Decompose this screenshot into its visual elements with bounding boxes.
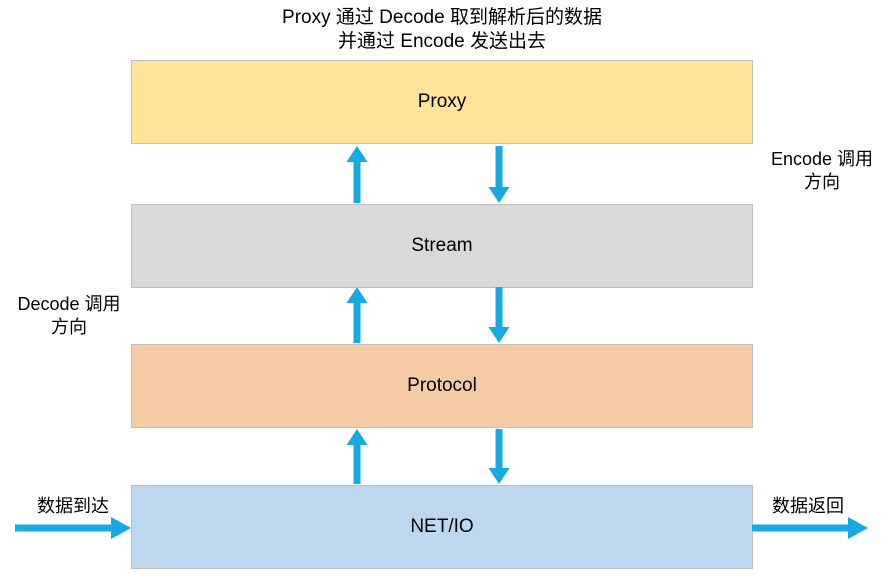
down-arrow-protocol-to-netio-icon [488,429,510,484]
decode-direction-line2: 方向 [51,317,87,337]
diagram-title-line1: Proxy 通过 Decode 取到解析后的数据 [282,7,602,28]
data-arrive-arrow-icon [15,517,131,539]
down-arrow-proxy-to-stream-icon [488,146,510,203]
diagram-title-line2: 并通过 Encode 发送出去 [338,31,546,52]
decode-direction-line1: Decode 调用 [17,294,121,314]
diagram-title: Proxy 通过 Decode 取到解析后的数据 并通过 Encode 发送出去 [131,6,753,54]
data-arrive-label: 数据到达 [37,496,109,516]
layer-protocol-label: Protocol [407,375,477,396]
up-arrow-protocol-to-stream-icon [346,287,368,343]
layer-box-proxy: Proxy [131,60,753,144]
encode-direction-line2: 方向 [804,172,840,192]
data-return-label: 数据返回 [772,496,844,516]
encode-direction-label: Encode 调用 方向 [756,148,888,194]
up-arrow-netio-to-protocol-icon [346,429,368,484]
down-arrow-stream-to-protocol-icon [488,287,510,343]
data-return-arrow-icon [752,517,868,539]
up-arrow-stream-to-proxy-icon [346,146,368,203]
encode-direction-line1: Encode 调用 [770,149,874,169]
layer-box-netio: NET/IO [131,485,753,569]
layer-netio-label: NET/IO [410,516,474,537]
layer-stream-label: Stream [411,235,473,256]
layer-box-protocol: Protocol [131,344,753,428]
layer-proxy-label: Proxy [417,91,467,112]
decode-direction-label: Decode 调用 方向 [2,293,136,339]
layer-box-stream: Stream [131,204,753,288]
